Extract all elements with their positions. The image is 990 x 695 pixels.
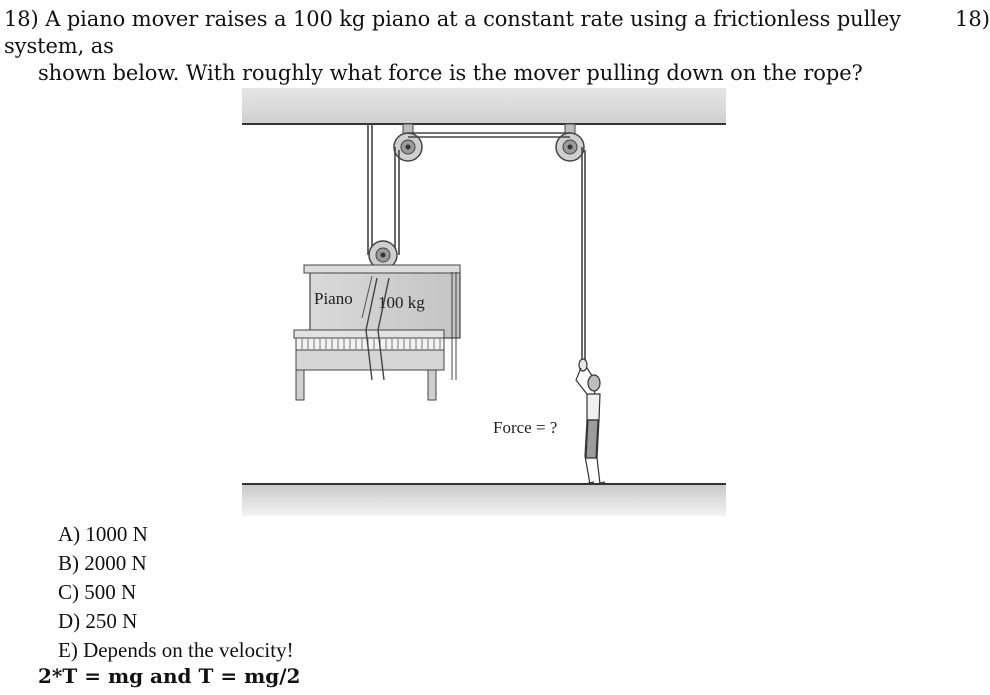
force-label: Force = ? <box>493 418 557 437</box>
question-text: 18) A piano mover raises a 100 kg piano … <box>4 6 904 87</box>
piano-label: Piano <box>314 289 353 308</box>
answer-choices: A) 1000 N B) 2000 N C) 500 N D) 250 N E)… <box>58 520 294 665</box>
ceiling <box>242 88 726 125</box>
mass-label: 100 kg <box>378 293 425 312</box>
question-line-2: shown below. With roughly what force is … <box>38 61 863 85</box>
pulley-diagram: Piano 100 kg Force = ? <box>238 80 730 520</box>
choice-e: E) Depends on the velocity! <box>58 638 294 662</box>
choice-b: B) 2000 N <box>58 551 147 575</box>
choice-d: D) 250 N <box>58 609 138 633</box>
choice-c: C) 500 N <box>58 580 137 604</box>
rope <box>367 124 586 362</box>
choice-a: A) 1000 N <box>58 522 148 546</box>
next-question-number: 18) <box>955 7 990 31</box>
ceiling-pulley-right <box>555 123 585 162</box>
question-line-1: 18) A piano mover raises a 100 kg piano … <box>4 7 901 58</box>
floor <box>242 483 726 516</box>
piano: Piano 100 kg <box>293 264 461 401</box>
piano-mover-person <box>575 358 606 485</box>
answer-note: 2*T = mg and T = mg/2 <box>38 664 301 688</box>
